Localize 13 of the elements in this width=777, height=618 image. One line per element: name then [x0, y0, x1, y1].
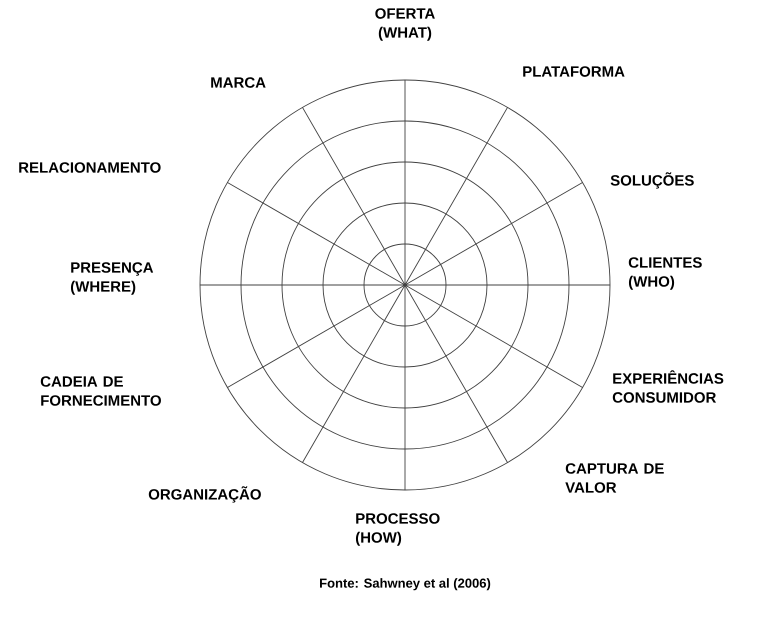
- axis-label: PRESENÇA (WHERE): [70, 262, 154, 295]
- axis-label: PLATAFORMA: [523, 66, 625, 77]
- axis-label: EXPERIÊNCIAS CONSUMIDOR: [612, 370, 724, 403]
- axis-label: PROCESSO (HOW): [356, 513, 440, 546]
- axis-label: ORGANIZAÇÃO: [148, 486, 261, 503]
- axis-label: OFERTA (WHAT): [375, 8, 435, 41]
- axis-label: CADEIA DE FORNECIMENTO: [40, 376, 161, 406]
- axis-label: CAPTURA DE VALOR: [565, 463, 664, 493]
- caption: Fonte: Sahwney et al (2006): [320, 578, 490, 590]
- axis-label: RELACIONAMENTO: [19, 162, 161, 173]
- axis-label: MARCA: [211, 77, 266, 88]
- axis-label: SOLUÇÕES: [610, 172, 694, 189]
- axis-label: CLIENTES (WHO): [628, 257, 702, 290]
